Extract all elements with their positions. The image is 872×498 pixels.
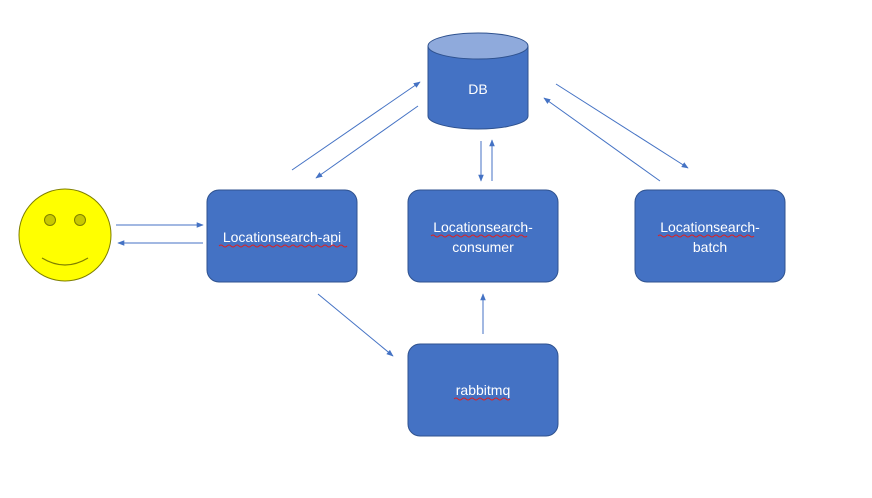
arrow-batch-to-db	[543, 97, 661, 182]
batch-label-line1: Locationsearch-	[660, 219, 760, 235]
spellcheck-underline	[453, 397, 511, 401]
spellcheck-underline	[430, 234, 528, 238]
user-smiley-icon	[18, 188, 112, 282]
node-locationsearch-batch: Locationsearch- batch	[634, 189, 786, 283]
consumer-label-line2: consumer	[452, 239, 514, 255]
arrow-api-to-db	[291, 81, 421, 171]
spellcheck-underline	[218, 244, 348, 248]
consumer-label-line1: Locationsearch-	[433, 219, 533, 235]
spellcheck-underline	[657, 234, 755, 238]
api-label: Locationsearch-api	[223, 229, 341, 245]
arrow-db-to-api	[315, 105, 419, 179]
node-locationsearch-consumer: Locationsearch- consumer	[407, 189, 559, 283]
arrow-api-to-rabbitmq	[317, 293, 394, 357]
node-rabbitmq: rabbitmq	[407, 343, 559, 437]
arrow-db-to-batch	[555, 83, 689, 169]
db-cylinder: DB	[427, 32, 529, 130]
batch-label-line2: batch	[693, 239, 727, 255]
db-label: DB	[468, 81, 487, 97]
node-locationsearch-api: Locationsearch-api	[206, 189, 358, 283]
rabbitmq-label: rabbitmq	[456, 382, 510, 398]
